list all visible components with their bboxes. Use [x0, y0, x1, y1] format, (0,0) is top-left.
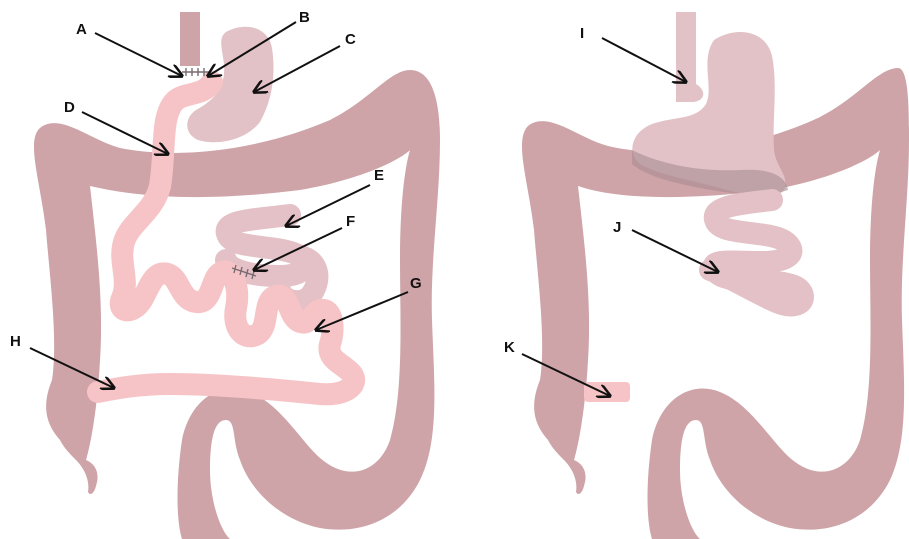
esophagus-right	[676, 12, 703, 102]
label-f: F	[346, 213, 355, 230]
label-c: C	[345, 31, 356, 48]
label-h: H	[10, 333, 21, 350]
right-panel-normal	[522, 12, 909, 539]
arrow-i	[602, 38, 686, 82]
arrow-a	[95, 33, 182, 76]
label-g: G	[410, 275, 422, 292]
label-i: I	[580, 25, 584, 42]
esophagus-left	[180, 12, 200, 66]
arrows	[30, 22, 718, 396]
small-intestine-right	[710, 200, 803, 305]
left-panel-bypass	[34, 12, 440, 539]
arrow-e	[286, 185, 370, 226]
label-a: A	[76, 21, 87, 38]
label-e: E	[374, 167, 384, 184]
label-b: B	[299, 9, 310, 26]
label-j: J	[613, 219, 621, 236]
arrow-j	[632, 230, 718, 272]
label-k: K	[504, 339, 515, 356]
label-d: D	[64, 99, 75, 116]
intestine-stub-right	[584, 382, 630, 402]
